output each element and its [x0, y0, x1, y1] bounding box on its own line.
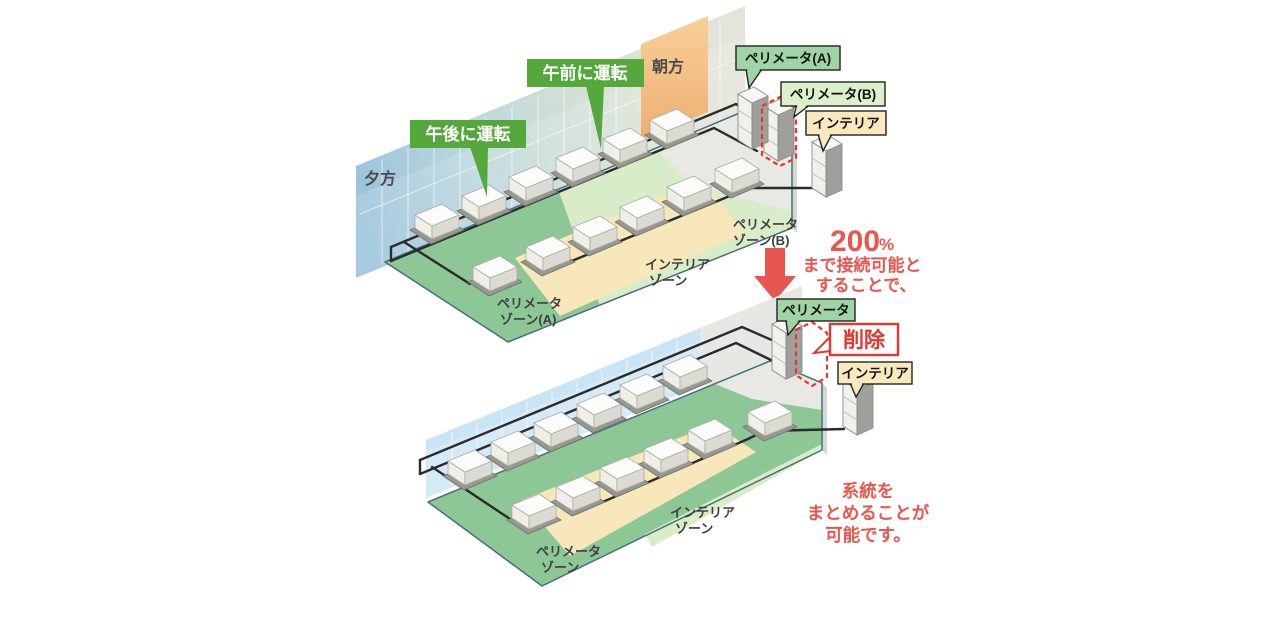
label-interior-top: インテリア	[805, 110, 887, 153]
label-interior-bottom: インテリア	[837, 361, 913, 399]
svg-text:ゾーン: ゾーン	[541, 560, 579, 575]
label-perimeter-b: ペリメータ(B)	[780, 81, 886, 119]
svg-text:することで、: することで、	[816, 276, 917, 295]
label-perimeter-bottom: ペリメータ	[776, 298, 856, 337]
down-arrow-icon	[754, 248, 796, 301]
delete-callout: 削除	[811, 322, 900, 357]
zone-interior	[522, 424, 756, 556]
svg-text:インテリア: インテリア	[670, 505, 735, 520]
svg-text:インテリア: インテリア	[841, 366, 909, 381]
zone-label-perimeter-a: ペリメータ ゾーン(A)	[497, 296, 562, 327]
zone-label-interior: インテリア ゾーン	[645, 257, 710, 288]
svg-text:ゾーン(A): ゾーン(A)	[500, 312, 556, 327]
svg-text:ゾーン: ゾーン	[675, 521, 713, 536]
callout-am: 午前に運転	[527, 59, 644, 149]
svg-text:午後に運転: 午後に運転	[426, 124, 511, 144]
deleted-unit-dashed-outline	[794, 320, 829, 388]
pale-strip	[645, 444, 822, 547]
zone-label-perimeter: ペリメータ ゾーン	[536, 544, 601, 575]
wall-label-evening: 夕方	[364, 169, 396, 188]
label-perimeter-a: ペリメータ(A)	[735, 45, 841, 90]
svg-text:ペリメータ: ペリメータ	[782, 303, 850, 318]
svg-text:ペリメータ: ペリメータ	[536, 544, 601, 559]
svg-text:インテリア: インテリア	[812, 116, 880, 131]
svg-text:%: %	[879, 235, 894, 254]
svg-text:可能です。: 可能です。	[825, 525, 911, 545]
svg-text:まとめることが: まとめることが	[807, 503, 930, 523]
svg-text:ペリメータ(A): ペリメータ(A)	[745, 51, 831, 66]
svg-text:200: 200	[830, 225, 880, 258]
consolidation-note: 系統を まとめることが 可能です。	[807, 481, 930, 545]
svg-text:ペリメータ(B): ペリメータ(B)	[790, 87, 876, 102]
svg-text:まで接続可能と: まで接続可能と	[803, 255, 922, 275]
svg-text:午前に運転: 午前に運転	[543, 63, 628, 83]
wall-label-morning: 朝方	[652, 57, 684, 76]
outdoor-unit-perimeter-a	[737, 86, 769, 150]
bottom-diagram: ペリメータ ゾーン インテリア ゾーン	[418, 286, 930, 587]
svg-text:ペリメータ: ペリメータ	[497, 296, 562, 311]
svg-text:ゾーン: ゾーン	[649, 273, 687, 288]
zone-label-perimeter-b: ペリメータ ゾーン(B)	[733, 217, 798, 248]
orange-wall	[641, 16, 708, 140]
top-diagram: 朝方 夕方 ペリメータ ゾーン(A) インテリア ゾーン ペリメータ ゾーン(B…	[356, 6, 887, 343]
svg-text:インテリア: インテリア	[645, 257, 710, 272]
zone-label-interior: インテリア ゾーン	[670, 505, 735, 536]
svg-text:系統を: 系統を	[842, 481, 895, 501]
svg-text:ペリメータ: ペリメータ	[733, 217, 798, 232]
highlight-dashed-outline	[760, 95, 798, 168]
annotation-200pct: 200 % まで接続可能と することで、	[754, 225, 922, 301]
outdoor-unit-perimeter-b	[763, 98, 795, 162]
svg-text:削除: 削除	[843, 328, 886, 352]
callout-pm: 午後に運転	[410, 120, 526, 197]
svg-text:ゾーン(B): ゾーン(B)	[733, 233, 789, 248]
